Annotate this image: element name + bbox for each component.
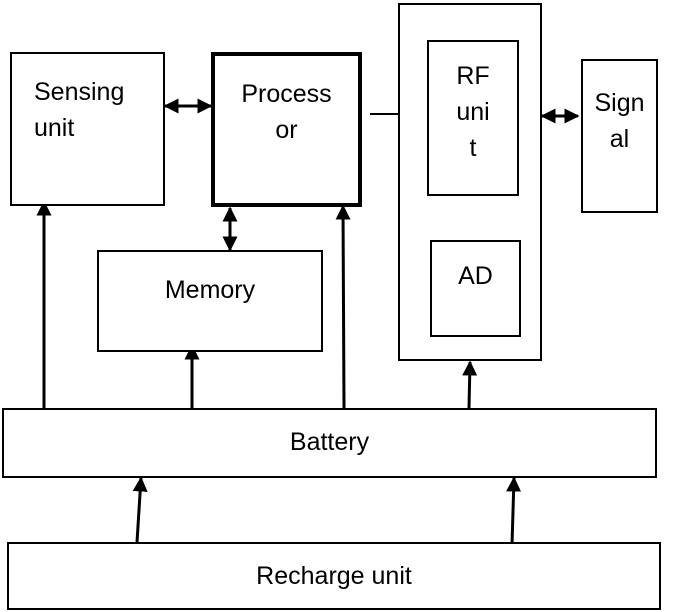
sensing-unit-label: Sensing unit <box>34 78 125 142</box>
recharge-battery-arrow-left <box>132 476 148 543</box>
ad-label: AD <box>458 262 493 290</box>
ad-block: AD <box>430 240 521 337</box>
rf-unit-block: RF uni t <box>427 40 519 196</box>
processor-label: Process or <box>241 80 332 144</box>
rf-unit-label: RF uni t <box>456 62 490 162</box>
battery-processor-arrow <box>335 204 351 409</box>
battery-block: Battery <box>2 408 657 478</box>
signal-block: Sign al <box>581 59 658 213</box>
processor-block: Process or <box>211 52 362 207</box>
battery-label: Battery <box>289 428 370 456</box>
recharge-battery-arrow-right <box>506 476 522 546</box>
recharge-unit-block: Recharge unit <box>7 542 661 610</box>
memory-block: Memory <box>97 250 323 352</box>
recharge-unit-label: Recharge unit <box>256 562 412 590</box>
sensing-unit-block: Sensing unit <box>10 52 165 206</box>
memory-label: Memory <box>164 276 256 304</box>
signal-label: Sign al <box>594 89 645 153</box>
battery-module-arrow <box>462 360 478 409</box>
